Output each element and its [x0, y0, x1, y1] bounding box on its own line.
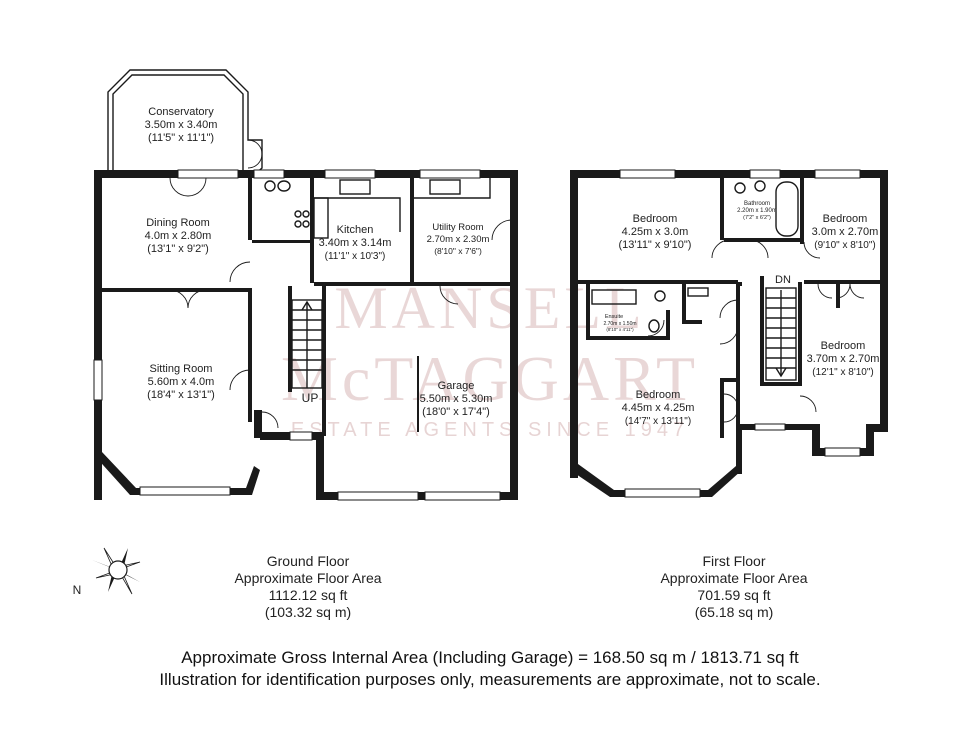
watermark-line-2: McTAGGART	[281, 343, 699, 414]
svg-text:(9'10" x 8'10"): (9'10" x 8'10")	[814, 240, 876, 251]
svg-text:Bedroom: Bedroom	[821, 340, 866, 352]
room-label-garage: Garage 5.50m x 5.30m (18'0" x 17'4")	[420, 380, 493, 418]
ground-floor-area-label: Approximate Floor Area	[234, 570, 382, 586]
svg-text:Utility Room: Utility Room	[432, 222, 483, 233]
stairs-up-label: UP	[302, 391, 319, 405]
svg-text:(8'10" x 7'6"): (8'10" x 7'6")	[434, 246, 482, 256]
compass-icon: N	[73, 547, 141, 597]
svg-text:Conservatory: Conservatory	[148, 106, 214, 118]
svg-text:Ensuite: Ensuite	[605, 314, 623, 320]
svg-text:Garage: Garage	[438, 380, 475, 392]
ground-floor-sqm: (103.32 sq m)	[264, 604, 352, 620]
svg-text:(11'1" x 10'3"): (11'1" x 10'3")	[325, 251, 386, 262]
svg-text:2.70m x 1.50m: 2.70m x 1.50m	[603, 321, 636, 327]
watermark-line-3: ESTATE AGENTS SINCE 1947	[291, 419, 689, 441]
room-label-bedroom-1: Bedroom 4.25m x 3.0m (13'11" x 9'10")	[619, 213, 692, 251]
svg-text:(13'11" x 9'10"): (13'11" x 9'10")	[619, 239, 692, 251]
room-label-dining-room: Dining Room 4.0m x 2.80m (13'1" x 9'2")	[145, 217, 212, 255]
room-label-bedroom-3: Bedroom 3.70m x 2.70m (12'1" x 8'10")	[807, 340, 880, 378]
svg-text:5.60m x 4.0m: 5.60m x 4.0m	[148, 376, 215, 388]
svg-text:2.70m x 2.30m: 2.70m x 2.30m	[427, 234, 490, 245]
svg-text:5.50m x 5.30m: 5.50m x 5.30m	[420, 393, 493, 405]
first-floor-sqft: 701.59 sq ft	[697, 587, 771, 603]
first-floor-caption: First Floor Approximate Floor Area 701.5…	[636, 553, 832, 621]
svg-text:Sitting Room: Sitting Room	[150, 363, 213, 375]
ground-stairs	[291, 299, 323, 389]
first-floor-stairs	[765, 287, 797, 381]
ground-floor-sqft: 1112.12 sq ft	[268, 587, 348, 603]
svg-text:(14'7" x 13'11"): (14'7" x 13'11")	[625, 416, 691, 427]
svg-text:4.0m x 2.80m: 4.0m x 2.80m	[145, 230, 212, 242]
svg-text:4.45m x 4.25m: 4.45m x 4.25m	[622, 402, 695, 414]
svg-text:(7'2" x 6'2"): (7'2" x 6'2")	[743, 215, 771, 221]
room-label-ensuite: Ensuite 2.70m x 1.50m (8'10" x 4'11")	[603, 314, 636, 332]
room-label-bathroom: Bathroom 2.20m x 1.90m (7'2" x 6'2")	[737, 201, 777, 221]
first-floor-plan: Bedroom 4.25m x 3.0m (13'11" x 9'10") Ba…	[570, 169, 888, 498]
svg-text:Bedroom: Bedroom	[823, 213, 868, 225]
first-floor-title: First Floor	[702, 553, 766, 569]
svg-text:Kitchen: Kitchen	[337, 224, 374, 236]
svg-text:Bedroom: Bedroom	[633, 213, 678, 225]
first-floor-sqm: (65.18 sq m)	[694, 604, 774, 620]
svg-text:3.40m x 3.14m: 3.40m x 3.14m	[319, 237, 392, 249]
svg-text:(11'5" x 11'1"): (11'5" x 11'1")	[148, 132, 214, 144]
gross-area-statement: Approximate Gross Internal Area (Includi…	[181, 648, 799, 667]
svg-text:2.20m x 1.90m: 2.20m x 1.90m	[737, 208, 777, 214]
ground-floor-plan: Conservatory 3.50m x 3.40m (11'5" x 11'1…	[93, 69, 518, 501]
room-label-utility-room: Utility Room 2.70m x 2.30m (8'10" x 7'6"…	[427, 222, 490, 256]
svg-text:(18'0" x 17'4"): (18'0" x 17'4")	[422, 406, 490, 418]
ground-floor-caption: Ground Floor Approximate Floor Area 1112…	[210, 553, 406, 621]
disclaimer-text: Illustration for identification purposes…	[159, 670, 821, 689]
svg-text:(18'4" x 13'1"): (18'4" x 13'1")	[147, 389, 215, 401]
room-label-conservatory: Conservatory 3.50m x 3.40m (11'5" x 11'1…	[145, 106, 218, 144]
svg-text:3.0m x 2.70m: 3.0m x 2.70m	[812, 226, 879, 238]
ground-floor-title: Ground Floor	[266, 553, 350, 569]
room-label-bedroom-4: Bedroom 4.45m x 4.25m (14'7" x 13'11")	[622, 389, 695, 427]
room-label-sitting-room: Sitting Room 5.60m x 4.0m (18'4" x 13'1"…	[147, 363, 215, 401]
svg-text:Bathroom: Bathroom	[744, 201, 770, 207]
svg-text:Bedroom: Bedroom	[636, 389, 681, 401]
svg-text:3.50m x 3.40m: 3.50m x 3.40m	[145, 119, 218, 131]
room-label-bedroom-2: Bedroom 3.0m x 2.70m (9'10" x 8'10")	[812, 213, 879, 251]
svg-text:(12'1" x 8'10"): (12'1" x 8'10")	[812, 367, 874, 378]
svg-text:Dining Room: Dining Room	[146, 217, 210, 229]
svg-text:(13'1" x 9'2"): (13'1" x 9'2")	[147, 243, 209, 255]
svg-text:3.70m x 2.70m: 3.70m x 2.70m	[807, 353, 880, 365]
room-label-kitchen: Kitchen 3.40m x 3.14m (11'1" x 10'3")	[319, 224, 392, 262]
svg-text:(8'10" x 4'11"): (8'10" x 4'11")	[606, 327, 634, 332]
svg-text:4.25m x 3.0m: 4.25m x 3.0m	[622, 226, 689, 238]
stairs-down-label: DN	[775, 274, 791, 286]
first-floor-area-label: Approximate Floor Area	[660, 570, 808, 586]
compass-north-label: N	[73, 583, 82, 597]
